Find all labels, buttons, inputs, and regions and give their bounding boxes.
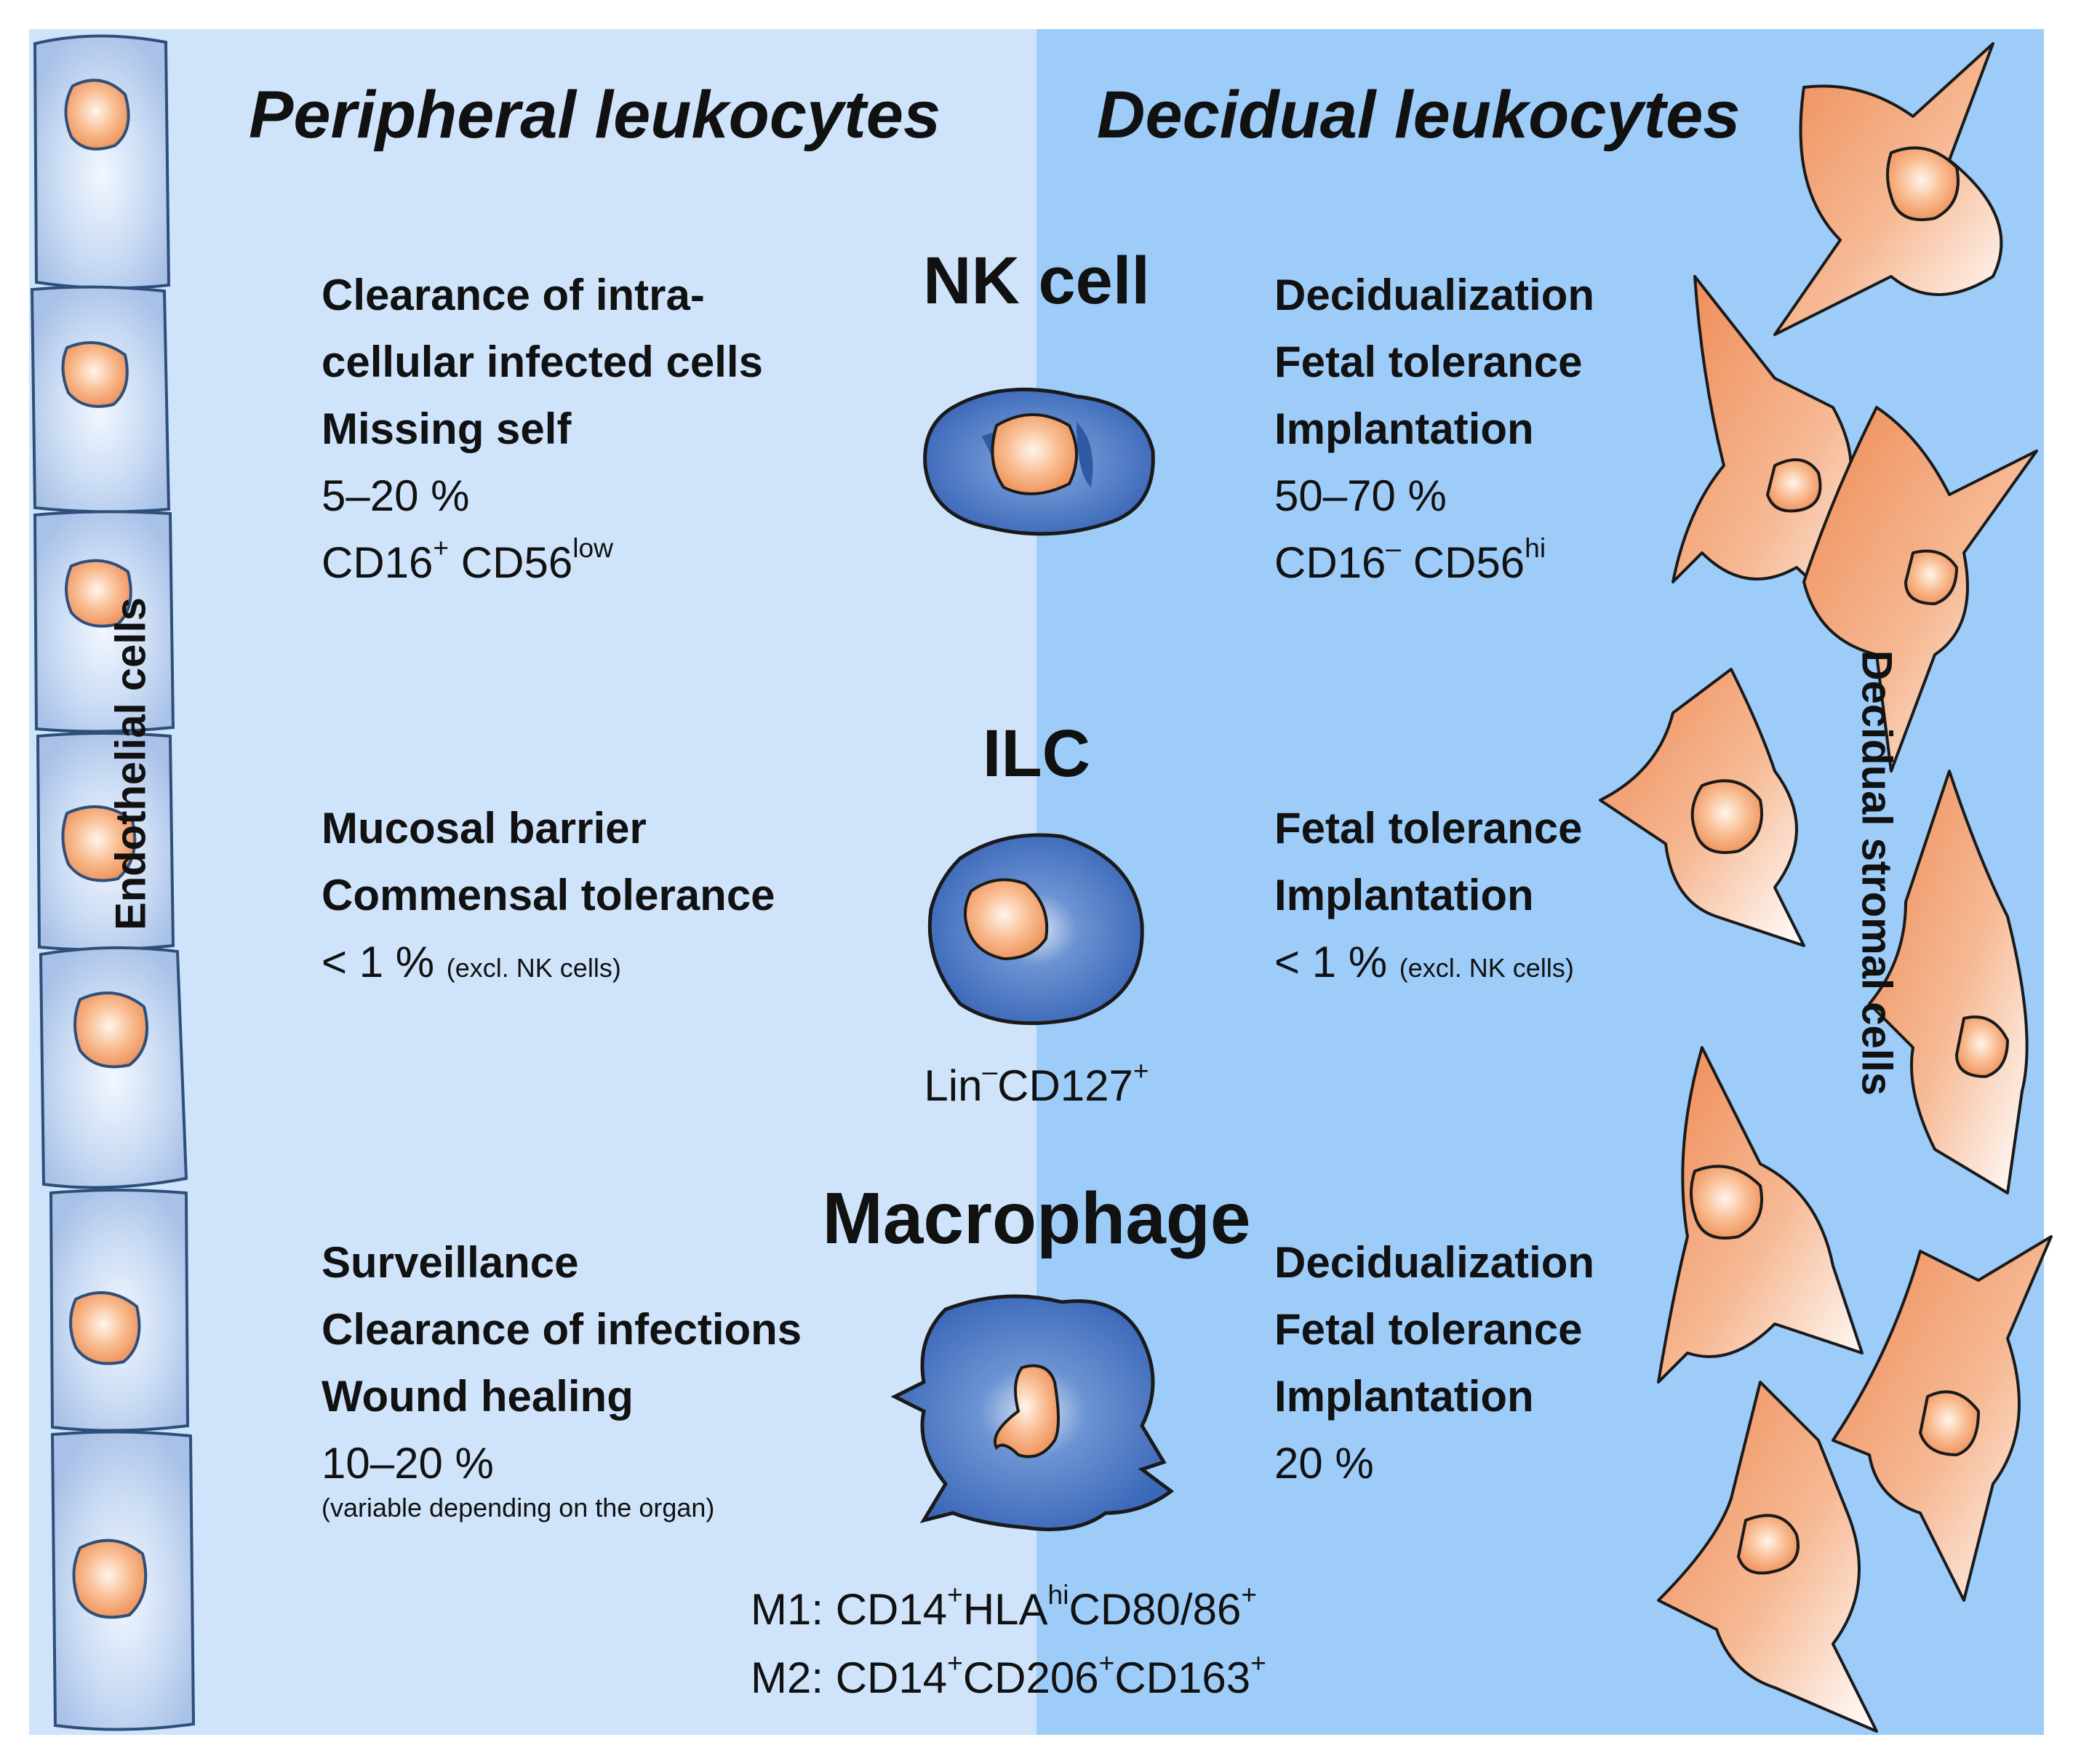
decidual-title: Decidual leukocytes (1097, 78, 1741, 152)
macrophage-decidual-text: Decidualization Fetal tolerance Implanta… (1274, 1229, 1594, 1497)
nk-decidual-percent: 50–70 % (1274, 471, 1447, 520)
ilc-drawing (927, 833, 1144, 1026)
nk-peripheral-text: Clearance of intra- cellular infected ce… (321, 262, 763, 596)
nk-peripheral-function: Missing self (321, 404, 572, 453)
nk-decidual-function: Fetal tolerance (1274, 338, 1583, 386)
ilc-marker: Lin–CD127+ (924, 1055, 1149, 1110)
macrophage-peripheral-function: Wound healing (321, 1372, 634, 1421)
ilc-peripheral-function: Mucosal barrier (321, 804, 647, 853)
macrophage-peripheral-percent: 10–20 % (321, 1439, 494, 1488)
ilc-decidual-function: Implantation (1274, 871, 1534, 919)
nk-peripheral-function: cellular infected cells (321, 338, 763, 386)
ilc-title: ILC (982, 717, 1091, 791)
endothelial-label: Endothelial cells (107, 597, 155, 930)
ilc-peripheral-percent: < 1 % (excl. NK cells) (321, 938, 621, 986)
macrophage-title: Macrophage (822, 1178, 1251, 1259)
nk-peripheral-function: Clearance of intra- (321, 271, 705, 319)
macrophage-drawing (890, 1294, 1175, 1531)
macrophage-peripheral-note: (variable depending on the organ) (321, 1493, 715, 1522)
macrophage-m2-marker: M2: CD14+CD206+CD163+ (751, 1648, 1266, 1702)
ilc-peripheral-text: Mucosal barrier Commensal tolerance < 1 … (321, 795, 775, 996)
nk-peripheral-percent: 5–20 % (321, 471, 470, 520)
ilc-decidual-percent: < 1 % (excl. NK cells) (1274, 938, 1574, 986)
macrophage-decidual-function: Decidualization (1274, 1238, 1595, 1287)
stromal-label: Decidual stromal cells (1853, 650, 1901, 1096)
peripheral-panel (29, 29, 1036, 1735)
macrophage-peripheral-function: Clearance of infections (321, 1305, 802, 1354)
nk-cell-title: NK cell (923, 244, 1150, 318)
macrophage-peripheral-function: Surveillance (321, 1238, 579, 1287)
ilc-peripheral-function: Commensal tolerance (321, 871, 775, 919)
endothelial-cells (30, 34, 196, 1731)
nk-cell-drawing (923, 387, 1155, 536)
macrophage-m1-marker: M1: CD14+HLAhiCD80/86+ (751, 1579, 1258, 1634)
macrophage-peripheral-text: Surveillance Clearance of infections Wou… (321, 1229, 802, 1533)
macrophage-decidual-function: Implantation (1274, 1372, 1534, 1421)
macrophage-decidual-percent: 20 % (1274, 1439, 1374, 1488)
stromal-cells (1599, 42, 2053, 1733)
nk-decidual-marker: CD16– CD56hi (1274, 532, 1546, 587)
nk-decidual-function: Implantation (1274, 404, 1534, 453)
macrophage-decidual-function: Fetal tolerance (1274, 1305, 1583, 1354)
nk-peripheral-marker: CD16+ CD56low (321, 532, 614, 587)
nk-decidual-function: Decidualization (1274, 271, 1595, 319)
nk-decidual-text: Decidualization Fetal tolerance Implanta… (1274, 262, 1594, 596)
ilc-decidual-text: Fetal tolerance Implantation < 1 % (excl… (1274, 795, 1583, 996)
peripheral-title: Peripheral leukocytes (249, 78, 941, 152)
ilc-decidual-function: Fetal tolerance (1274, 804, 1583, 853)
